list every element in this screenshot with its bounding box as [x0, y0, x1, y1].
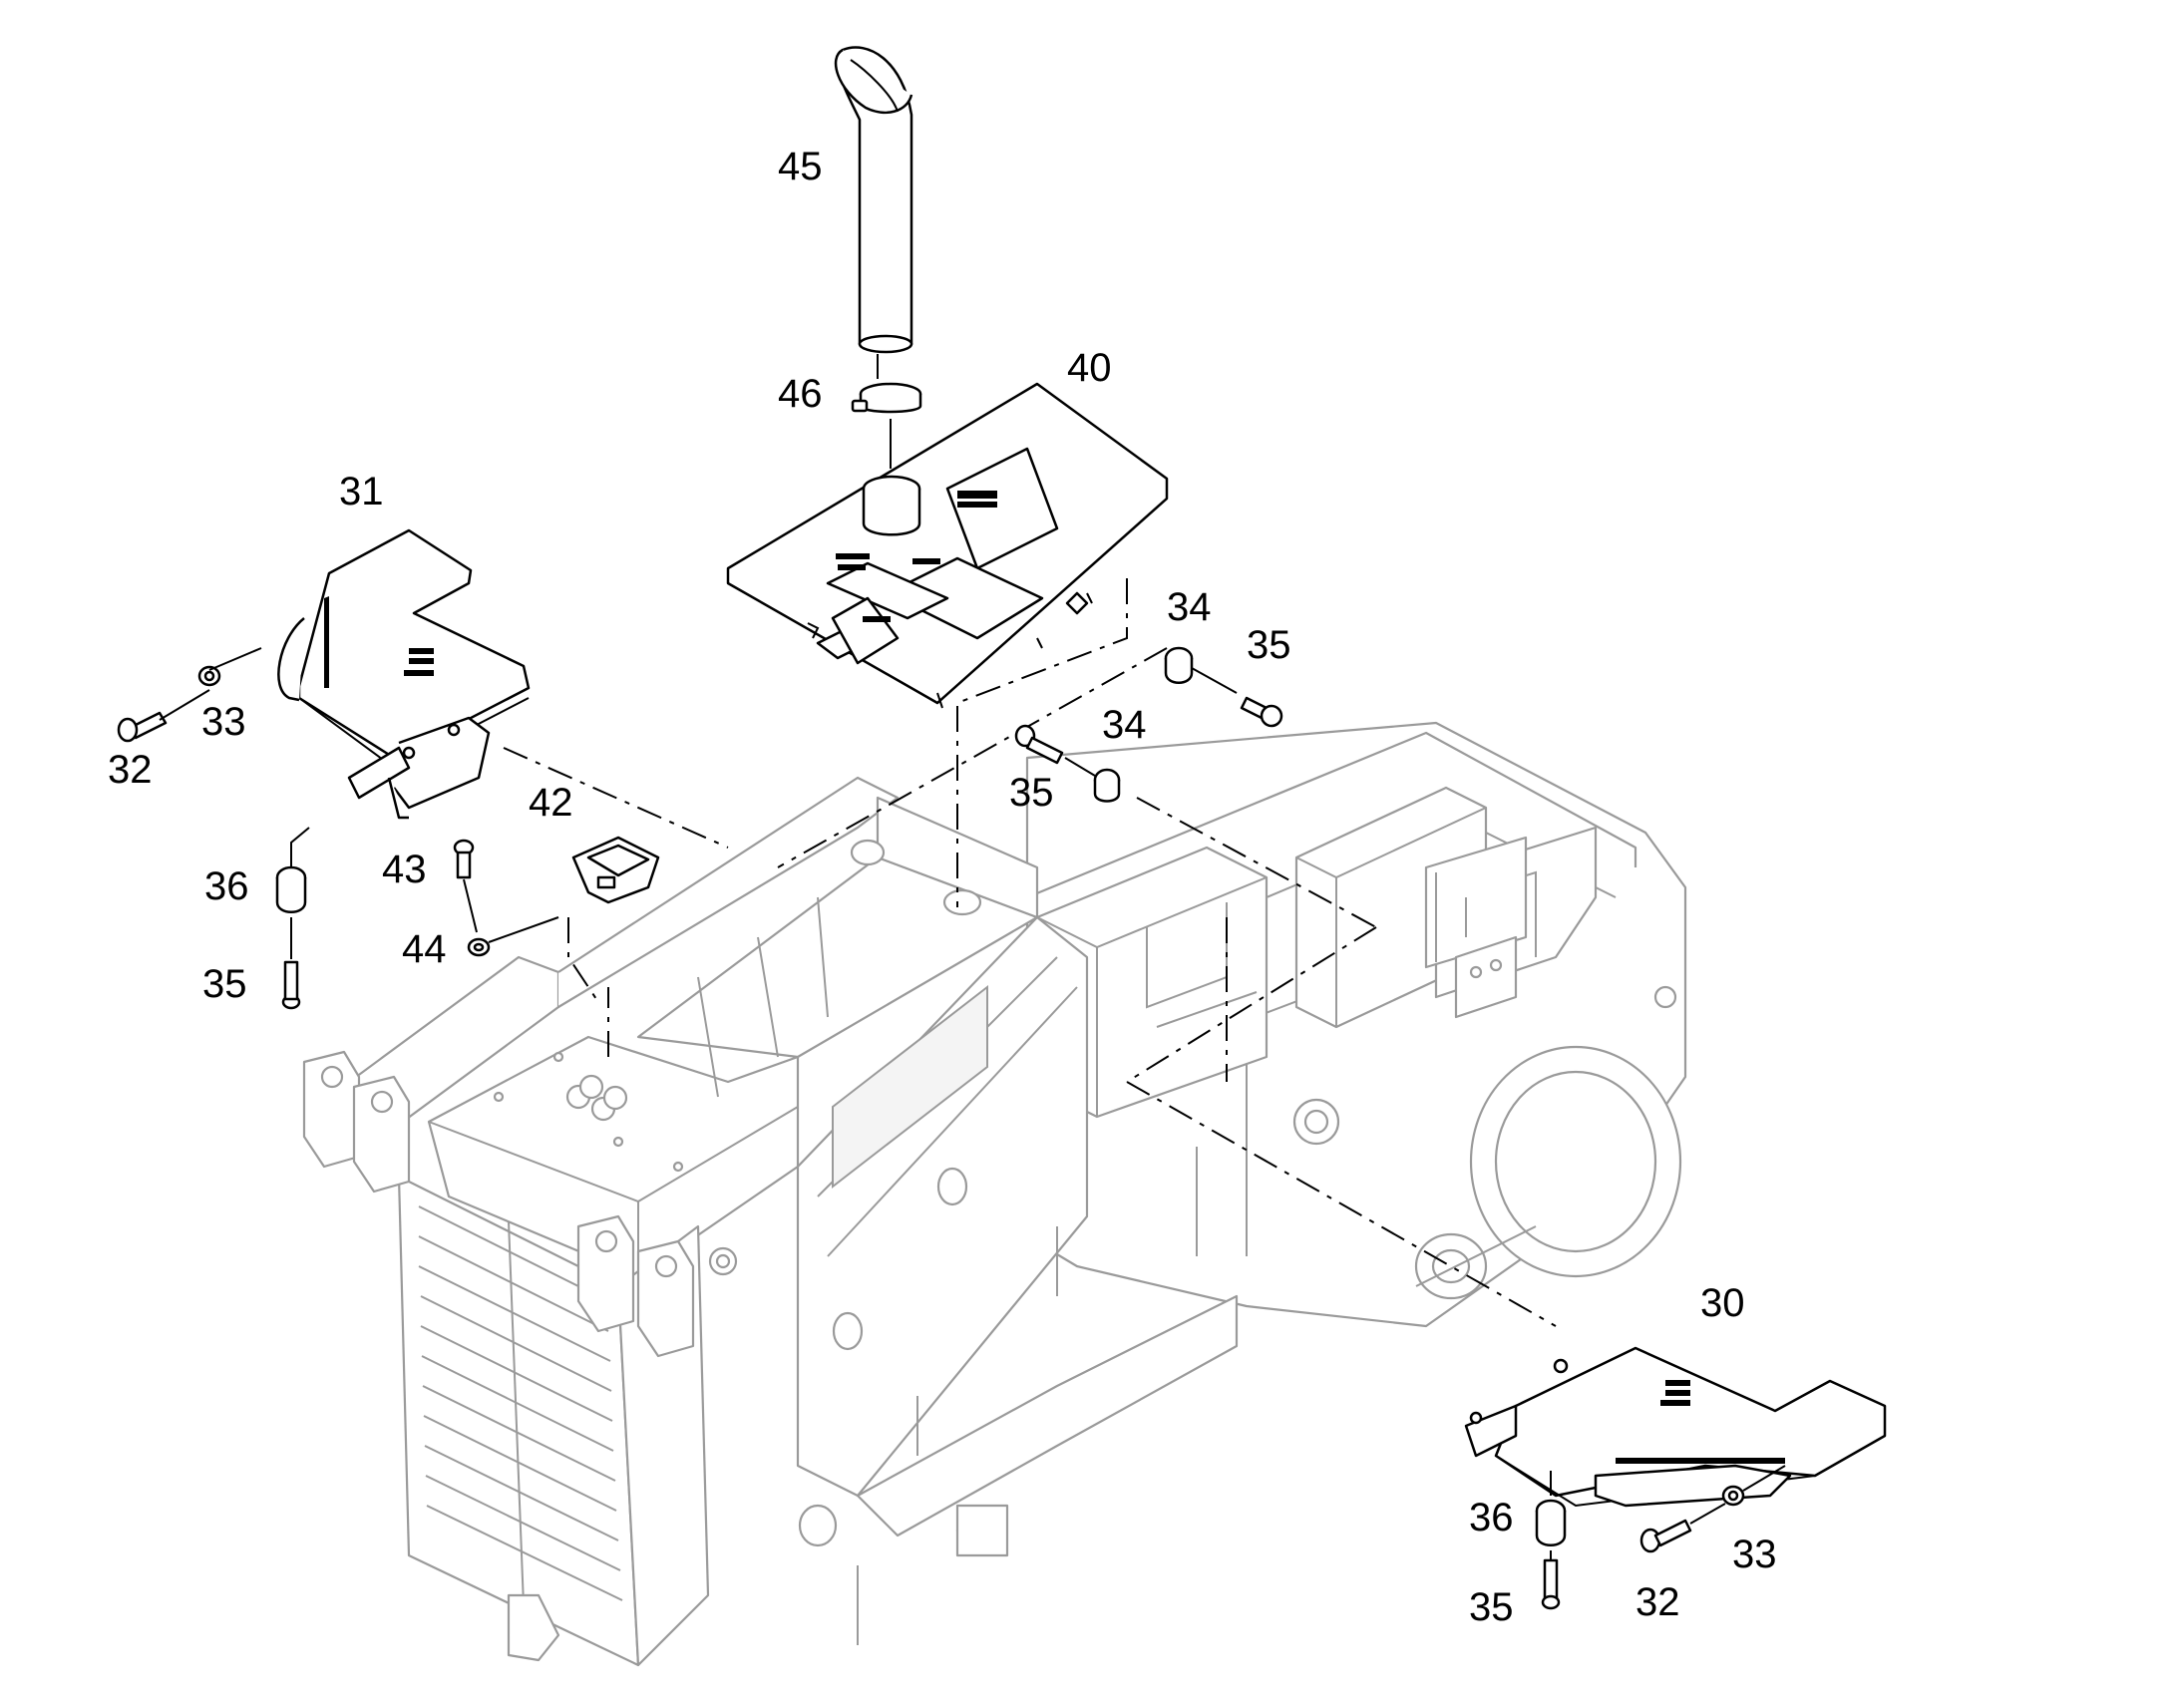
- right-side-cover: [1464, 1346, 1887, 1508]
- callout-44: 44: [402, 927, 447, 971]
- callout-32-left: 32: [108, 748, 153, 792]
- assembly-lines: [503, 578, 1557, 1327]
- callout-40: 40: [1067, 346, 1112, 390]
- exhaust-stack: [834, 46, 913, 379]
- callout-43: 43: [382, 848, 427, 891]
- callout-35-right: 35: [1469, 1585, 1514, 1629]
- callout-35-upper: 35: [1247, 623, 1291, 667]
- radiator-grille: [418, 1205, 623, 1606]
- machine-frame: [302, 721, 1687, 1667]
- callout-31: 31: [339, 470, 384, 513]
- callout-45: 45: [778, 145, 823, 188]
- top-cover-panel: [726, 382, 1169, 709]
- callout-33-right: 33: [1732, 1533, 1777, 1576]
- callout-33-left: 33: [201, 700, 246, 744]
- callout-35-left: 35: [202, 962, 247, 1006]
- callout-42: 42: [529, 781, 573, 825]
- callout-labels: 45 46 40 31 33 32 34 35 34 35 42 43 44 3…: [108, 145, 1777, 1629]
- callout-36-right: 36: [1469, 1496, 1514, 1539]
- callout-35-lower: 35: [1009, 771, 1054, 815]
- callout-34-upper: 34: [1167, 585, 1212, 629]
- pipe-clamp: [851, 382, 922, 469]
- left-side-cover: [277, 528, 531, 820]
- callout-34-lower: 34: [1102, 703, 1147, 747]
- mounting-bracket: [571, 836, 660, 904]
- callout-46: 46: [778, 372, 823, 416]
- callout-32-right: 32: [1635, 1580, 1680, 1624]
- callout-36-left: 36: [204, 864, 249, 908]
- callout-30: 30: [1700, 1281, 1745, 1325]
- fasteners: [117, 646, 1786, 1610]
